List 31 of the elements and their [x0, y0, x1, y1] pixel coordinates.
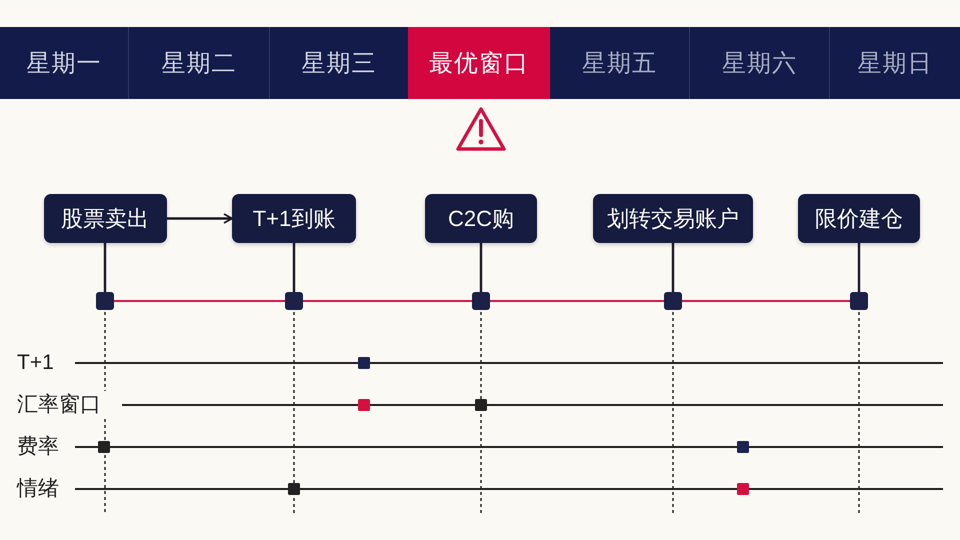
arrow [166, 213, 233, 224]
timeline-line [303, 300, 472, 302]
day-cell: 星期二 [128, 27, 269, 99]
step-box: 划转交易账户 [593, 194, 753, 243]
step-box: 股票卖出 [44, 194, 166, 243]
milestone-marker [850, 292, 868, 310]
milestone-marker [472, 292, 490, 310]
step-box: T+1到账 [232, 194, 356, 243]
row-label: T+1 [17, 350, 54, 376]
connector-line [858, 243, 860, 292]
connector-line [480, 243, 482, 292]
day-cell: 星期三 [269, 27, 408, 99]
connector-line [672, 243, 674, 292]
connector-line [292, 243, 296, 292]
day-cell: 星期日 [829, 27, 960, 99]
row-label: 情绪 [17, 476, 59, 502]
day-cell: 星期六 [689, 27, 829, 99]
step-box: C2C购 [425, 194, 537, 243]
timeline-line [490, 300, 664, 302]
row-label: 费率 [17, 434, 59, 460]
highlighted-day-cell: 最优窗口 [408, 27, 550, 99]
day-cell: 星期五 [550, 27, 689, 99]
milestone-marker [285, 292, 303, 310]
milestone-marker [664, 292, 682, 310]
row-label: 汇率窗口 [17, 392, 101, 418]
timeline-line [114, 300, 285, 302]
connector-line [104, 243, 106, 292]
timeline-line [682, 300, 850, 302]
milestone-marker [96, 292, 114, 310]
step-box: 限价建仓 [798, 194, 920, 243]
day-cell: 星期一 [0, 27, 128, 99]
